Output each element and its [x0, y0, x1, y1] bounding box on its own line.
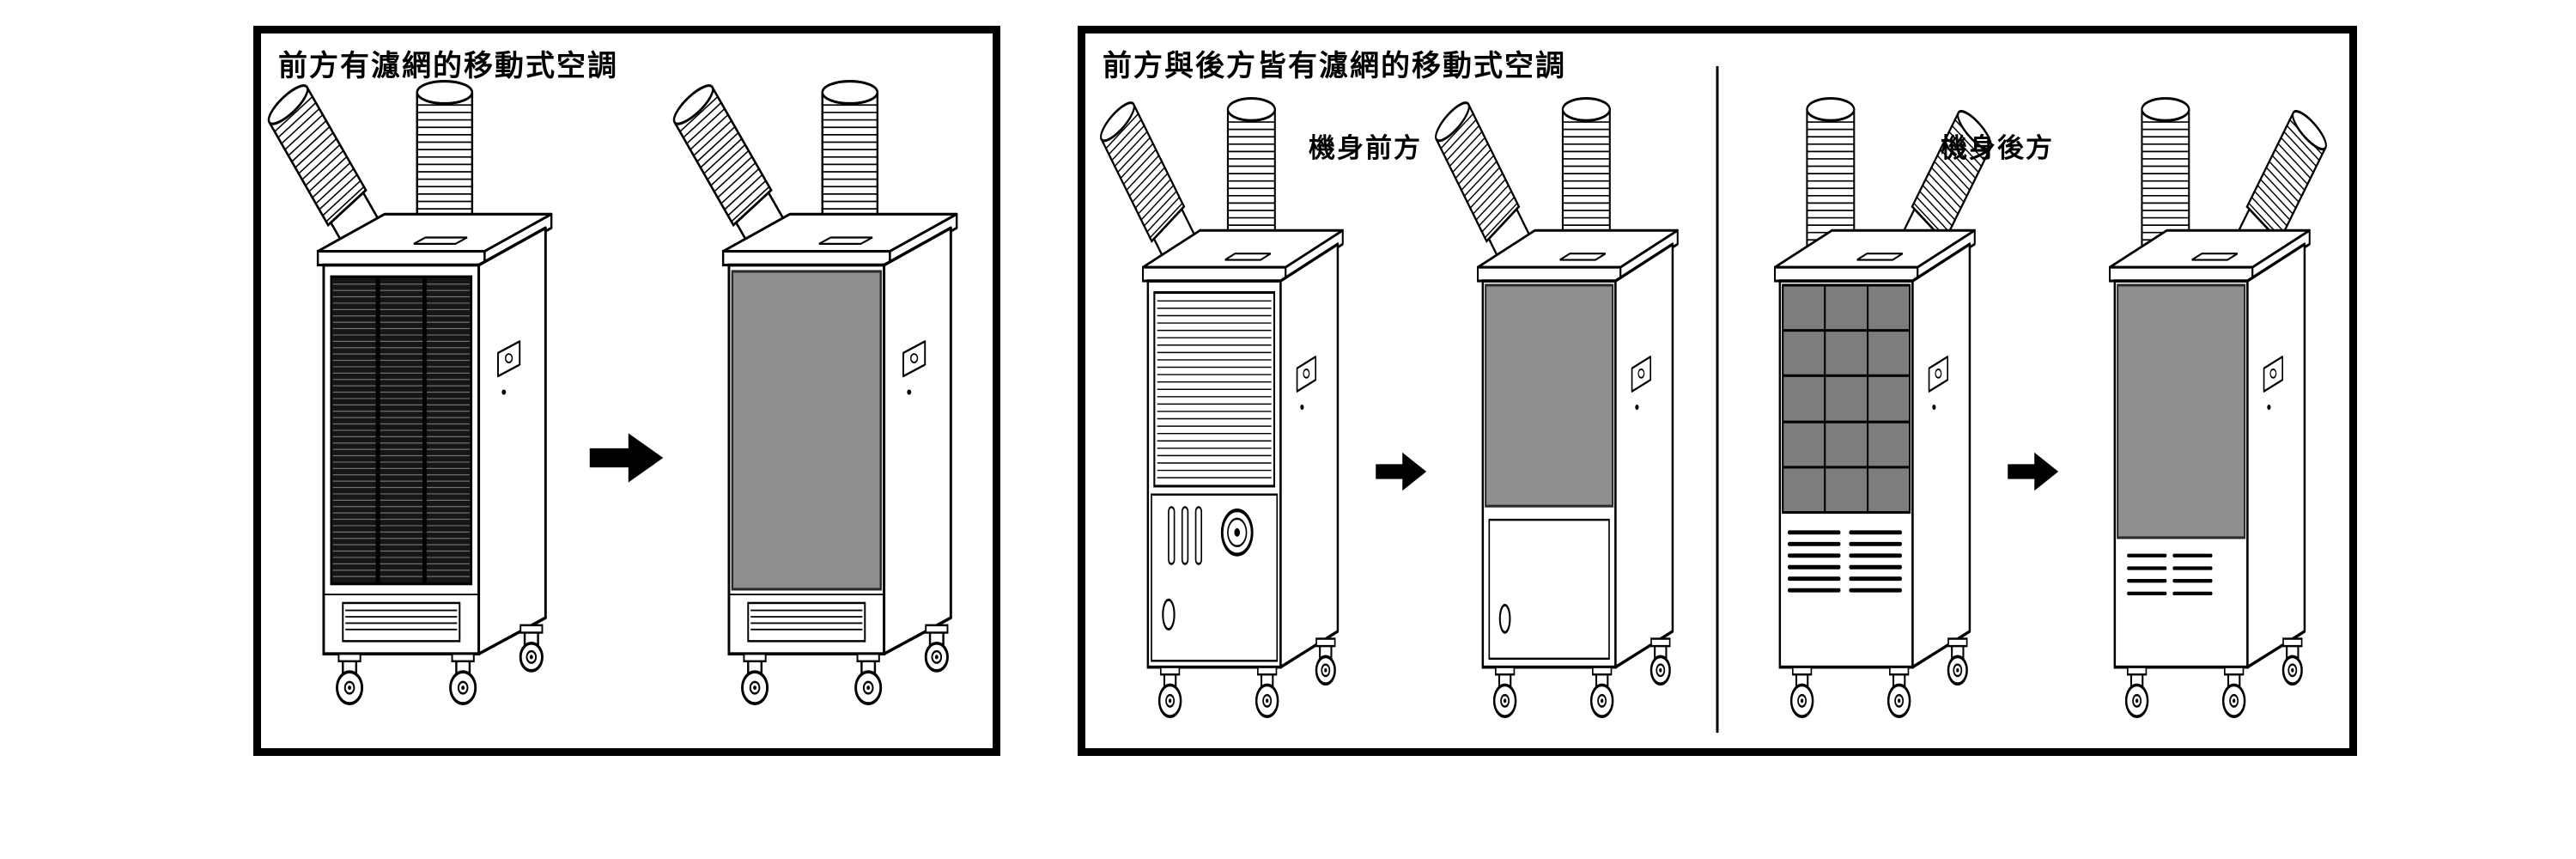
- arrow-right-icon: [2007, 448, 2060, 496]
- subsection-unit-rear: 機身後方: [1717, 34, 2349, 748]
- figure-row-unit-rear: [1717, 94, 2349, 725]
- arrow-right-icon: [588, 427, 665, 489]
- panel-dual-filter-model: 前方與後方皆有濾網的移動式空調 機身前方 機身後方: [1078, 26, 2357, 756]
- figure-row-unit-front: [1085, 94, 1717, 725]
- subsection-label-rear: 機身後方: [1941, 133, 2054, 163]
- ac-unit-rear-view-filter-covered-illustration: [2063, 94, 2338, 725]
- section-divider: [1716, 66, 1719, 733]
- ac-unit-rear-view-grid-illustration: [1728, 94, 2003, 725]
- ac-unit-front-grille-illustration: [264, 76, 585, 712]
- subsection-unit-front: 機身前方: [1085, 34, 1717, 748]
- ac-unit-front-view-filter-covered-illustration: [1431, 94, 1706, 725]
- subsections: 機身前方 機身後方: [1085, 34, 2349, 748]
- panel-title: 前方有濾網的移動式空調: [278, 50, 618, 82]
- arrow-right-icon: [1375, 448, 1428, 496]
- subsection-label-front: 機身前方: [1309, 133, 1422, 163]
- panel-title: 前方與後方皆有濾網的移動式空調: [1103, 50, 1566, 82]
- ac-unit-front-view-grille-illustration: [1097, 94, 1371, 725]
- ac-unit-front-filter-covered-illustration: [669, 76, 990, 712]
- figure-row-front-filter: [261, 76, 993, 712]
- panel-front-filter-model: 前方有濾網的移動式空調: [253, 26, 1000, 756]
